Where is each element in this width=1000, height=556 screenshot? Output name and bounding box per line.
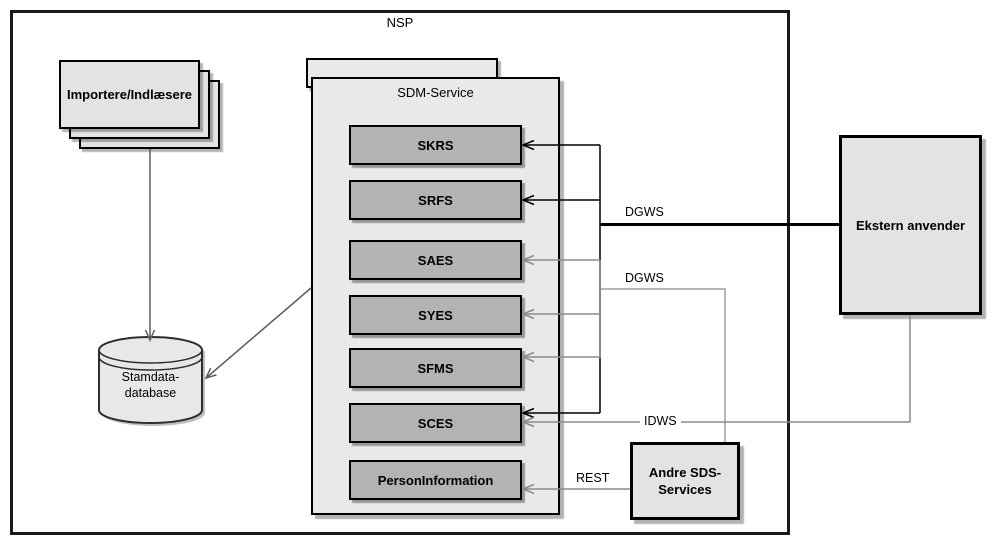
nsp-label: NSP (386, 15, 414, 30)
service-box-saes: SAES (349, 240, 522, 280)
andre-sds-services-label-line1: Andre SDS- (648, 465, 722, 480)
andre-sds-services-box: Andre SDS- Services (630, 442, 740, 520)
stamdata-database-label: Stamdata- database (99, 369, 202, 401)
edge-label-rest: REST (576, 471, 610, 485)
edge-label-dgws-external: DGWS (625, 205, 664, 219)
stamdata-database-label-line2: database (124, 386, 177, 400)
edge-label-dgws-other: DGWS (625, 271, 664, 285)
service-box-srfs: SRFS (349, 180, 522, 220)
service-box-syes: SYES (349, 295, 522, 335)
andre-sds-services-label-line2: Services (658, 482, 712, 497)
service-box-personinformation: PersonInformation (349, 460, 522, 500)
stamdata-database-label-line1: Stamdata- (121, 370, 180, 384)
service-box-sces: SCES (349, 403, 522, 443)
service-box-skrs: SKRS (349, 125, 522, 165)
ekstern-anvender-box: Ekstern anvender (839, 135, 982, 315)
service-box-sfms: SFMS (349, 348, 522, 388)
edge-label-idws: IDWS (640, 414, 681, 428)
sdm-service-label: SDM-Service (397, 85, 474, 100)
importers-box: Importere/Indlæsere (59, 60, 200, 129)
